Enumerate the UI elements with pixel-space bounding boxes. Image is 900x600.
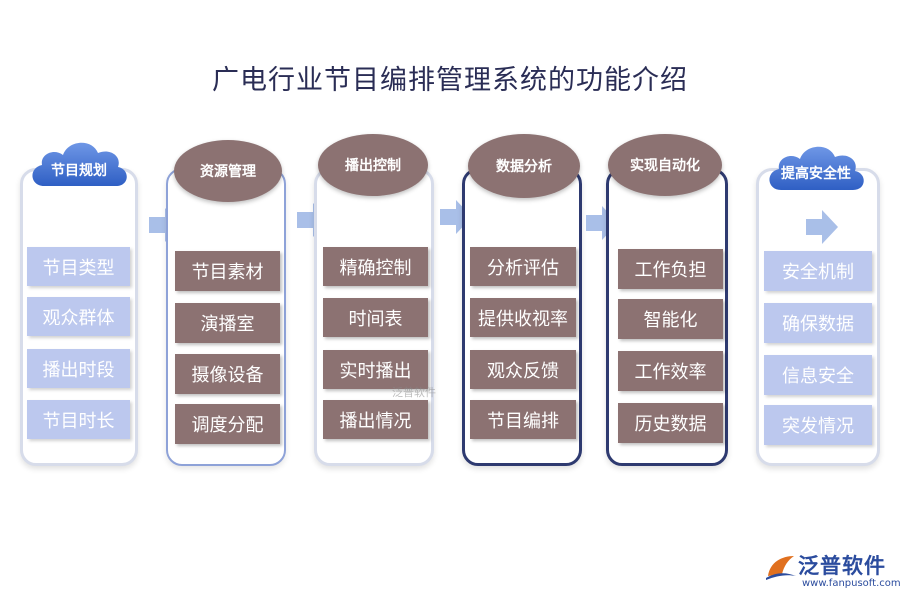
column-heading-automation: 实现自动化 — [608, 134, 722, 196]
column-heading-data-analysis: 数据分析 — [468, 134, 580, 198]
list-item: 节目素材 — [175, 251, 280, 291]
list-item: 分析评估 — [470, 247, 576, 286]
column-heading-broadcast-control: 播出控制 — [318, 134, 428, 196]
arrow-right-icon — [806, 210, 838, 244]
list-item: 确保数据 — [764, 303, 872, 343]
page-title: 广电行业节目编排管理系统的功能介绍 — [212, 65, 688, 96]
list-item: 节目类型 — [27, 247, 130, 286]
list-item: 智能化 — [618, 299, 723, 339]
list-item: 摄像设备 — [175, 354, 280, 394]
list-item: 实时播出 — [323, 350, 428, 389]
list-item: 观众反馈 — [470, 350, 576, 389]
list-item: 工作效率 — [618, 351, 723, 391]
watermark: 泛普软件 — [392, 386, 436, 399]
list-item: 节目编排 — [470, 400, 576, 439]
list-item: 精确控制 — [323, 247, 428, 286]
list-item: 信息安全 — [764, 355, 872, 395]
list-item: 播出时段 — [27, 349, 130, 388]
list-item: 节目时长 — [27, 400, 130, 439]
list-item: 提供收视率 — [470, 298, 576, 337]
logo-icon — [766, 556, 796, 580]
list-item: 观众群体 — [27, 297, 130, 336]
list-item: 突发情况 — [764, 405, 872, 445]
logo-url: www.fanpusoft.com — [802, 578, 900, 589]
list-item: 播出情况 — [323, 400, 428, 439]
list-item: 调度分配 — [175, 404, 280, 444]
brand-logo: 泛普软件 www.fanpusoft.com — [762, 550, 900, 592]
column-heading-security: 提高安全性 — [781, 166, 851, 182]
list-item: 历史数据 — [618, 403, 723, 443]
list-item: 安全机制 — [764, 251, 872, 291]
column-heading-resource-management: 资源管理 — [174, 140, 282, 202]
list-item: 工作负担 — [618, 249, 723, 289]
list-item: 时间表 — [323, 298, 428, 337]
column-heading-program-planning: 节目规划 — [51, 163, 107, 179]
cloud-icon — [769, 146, 864, 190]
cloud-icon — [32, 142, 127, 186]
list-item: 演播室 — [175, 303, 280, 343]
logo-name: 泛普软件 — [798, 554, 886, 578]
